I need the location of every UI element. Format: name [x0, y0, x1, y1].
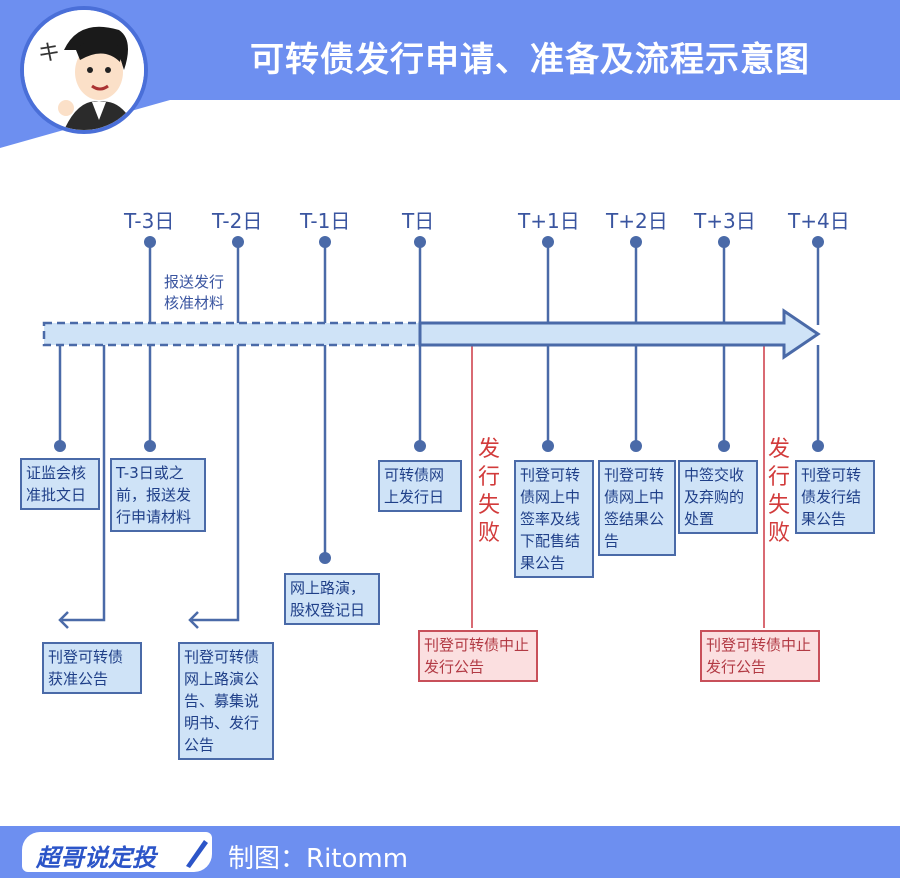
top-dots: [144, 236, 824, 248]
box-csrc-approval-date: 证监会核准批文日: [20, 458, 100, 510]
fail-label-1: 发行失败: [477, 437, 500, 546]
t-label-minus-2: T-2日: [212, 209, 263, 233]
fail-connectors: [471, 345, 765, 628]
upper-note: 报送发行 核准材料: [156, 272, 232, 314]
upper-note-line-1: 报送发行: [163, 273, 224, 291]
arrow-dashed-segment: [42, 321, 422, 347]
fail-label-2: 发行失败: [767, 437, 790, 546]
box-t-plus-4: 刊登可转债发行结果公告: [795, 460, 875, 534]
box-t-plus-3: 中签交收及弃购的处置: [678, 460, 758, 534]
t-label-t: T日: [402, 209, 435, 233]
box-approval-announcement: 刊登可转债获准公告: [42, 642, 142, 694]
box-suspend-announcement-1: 刊登可转债中止发行公告: [418, 630, 538, 682]
box-t-minus-3-submit: T-3日或之前，报送发行申请材料: [110, 458, 206, 532]
avatar: キ: [20, 6, 148, 134]
page-title: 可转债发行申请、准备及流程示意图: [250, 40, 810, 80]
logo-badge: [22, 832, 212, 872]
t-label-plus-1: T+1日: [518, 209, 580, 233]
cartoon-avatar-icon: キ: [24, 10, 144, 130]
logo-text: 超哥说定投: [36, 844, 156, 872]
box-t-day-issue: 可转债网上发行日: [378, 460, 462, 512]
t-label-plus-3: T+3日: [694, 209, 756, 233]
timeline-diagram: [42, 236, 824, 629]
upper-note-line-2: 核准材料: [163, 294, 224, 312]
header-band: [0, 0, 900, 100]
t-label-minus-1: T-1日: [300, 209, 351, 233]
box-suspend-announcement-2: 刊登可转债中止发行公告: [700, 630, 820, 682]
t-label-minus-3: T-3日: [124, 209, 175, 233]
arrow-solid-segment: [418, 308, 821, 360]
box-t-plus-2: 刊登可转债网上中签结果公告: [598, 460, 676, 556]
box-roadshow: 网上路演，股权登记日: [284, 573, 380, 625]
credit-text: 制图：Ritomm: [228, 844, 409, 874]
lower-dots: [54, 440, 824, 564]
box-prospectus-announcement: 刊登可转债网上路演公告、募集说明书、发行公告: [178, 642, 274, 760]
t-label-plus-4: T+4日: [788, 209, 850, 233]
lower-connectors: [58, 345, 820, 629]
t-label-plus-2: T+2日: [606, 209, 668, 233]
svg-text:キ: キ: [38, 41, 60, 66]
top-connectors: [148, 242, 820, 325]
pen-stroke-icon: [182, 834, 210, 870]
box-t-plus-1: 刊登可转债网上中签率及线下配售结果公告: [514, 460, 594, 578]
